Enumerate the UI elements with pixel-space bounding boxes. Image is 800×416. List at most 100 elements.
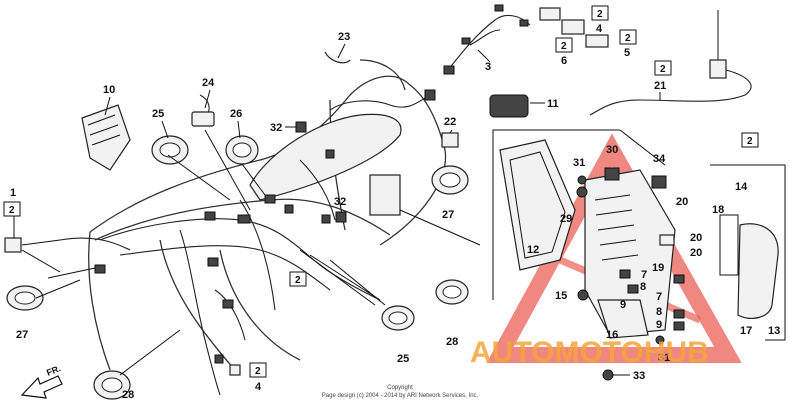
copyright-line-2: Page design (c) 2004 - 2014 by ARI Netwo…: [322, 393, 479, 399]
part-31-screw-top[interactable]: [577, 175, 587, 185]
part-21-antenna[interactable]: [589, 10, 752, 116]
part-6-connector[interactable]: [561, 19, 585, 35]
callout-c25b[interactable]: 25: [397, 353, 409, 365]
callout-c28a[interactable]: 28: [122, 389, 134, 401]
callout-c2c[interactable]: 2: [625, 33, 631, 44]
copyright-line-1: Copyright: [387, 385, 413, 391]
fuse-7-a[interactable]: [619, 269, 631, 279]
clamp-28-left[interactable]: [93, 370, 131, 400]
callout-c33[interactable]: 33: [633, 370, 645, 382]
callout-c3[interactable]: 3: [485, 61, 491, 73]
part-12-fuse-cover[interactable]: [499, 139, 576, 271]
callout-c29[interactable]: 29: [560, 213, 572, 225]
fuse-8-a[interactable]: [627, 284, 639, 294]
callout-c27a[interactable]: 27: [442, 209, 454, 221]
callout-c2d[interactable]: 2: [660, 64, 666, 75]
part-3-sub-harness[interactable]: [443, 4, 531, 75]
clamp-27-left[interactable]: [6, 285, 44, 311]
callout-c20c[interactable]: 20: [690, 247, 702, 259]
callout-c2a[interactable]: 2: [597, 9, 603, 20]
callout-c10[interactable]: 10: [103, 84, 115, 96]
callout-c2f[interactable]: 2: [295, 275, 301, 286]
fuse-7-b[interactable]: [673, 274, 685, 284]
main-harness-assembly: [59, 59, 481, 396]
callout-c1[interactable]: 1: [10, 187, 16, 199]
callout-c11[interactable]: 11: [547, 98, 559, 110]
part-16-bracket[interactable]: [597, 299, 649, 339]
fuse-9-b[interactable]: [673, 321, 685, 331]
part-23-clip[interactable]: [324, 51, 351, 64]
callout-labels: 1 2 2 4 2 6 2 5 3 23 10 24 25 26 32 22 1…: [3, 5, 780, 401]
callout-c7a[interactable]: 7: [641, 269, 647, 281]
callout-c24[interactable]: 24: [202, 77, 215, 89]
part-32-bolt-lower[interactable]: [335, 211, 347, 223]
fuse-box-body[interactable]: [584, 169, 676, 336]
copyright-block: Copyright Page design (c) 2004 - 2014 by…: [322, 385, 479, 399]
part-30-relay[interactable]: [604, 167, 620, 181]
callout-c19[interactable]: 19: [652, 262, 664, 274]
callout-c13[interactable]: 13: [768, 325, 780, 337]
callout-c20a[interactable]: 20: [676, 196, 688, 208]
part-24-sensor[interactable]: [191, 94, 215, 127]
fuse-box-group: [492, 129, 786, 381]
watermark-text: AUTOMOTOHUB: [470, 336, 709, 369]
callout-c4a[interactable]: 4: [596, 23, 603, 35]
clamp-28-right[interactable]: [435, 279, 469, 305]
part-22-connector[interactable]: [441, 132, 459, 148]
callout-c2e[interactable]: 2: [747, 136, 753, 147]
callout-c14[interactable]: 14: [735, 181, 748, 193]
part-32-bolt[interactable]: [295, 121, 307, 133]
callout-c30[interactable]: 30: [606, 144, 618, 156]
callout-c22[interactable]: 22: [444, 116, 456, 128]
callout-c12[interactable]: 12: [527, 244, 539, 256]
clamp-27-right[interactable]: [431, 165, 469, 195]
watermark-wordmark: AUTOMOTOHUB: [470, 336, 709, 369]
callout-c27b[interactable]: 27: [16, 329, 28, 341]
callout-c1b[interactable]: 2: [9, 205, 15, 216]
part-31-screw-bottom[interactable]: [655, 335, 665, 345]
part-4-connector[interactable]: [539, 7, 561, 21]
part-14-fuse-lid[interactable]: [737, 223, 779, 319]
callout-c7b[interactable]: 7: [656, 291, 662, 303]
leader-lines: [13, 43, 661, 376]
callout-c17[interactable]: 17: [740, 325, 752, 337]
part-29-screw[interactable]: [576, 186, 588, 198]
callout-c16[interactable]: 16: [606, 329, 618, 341]
callout-c4b[interactable]: 4: [255, 381, 262, 393]
callout-c20b[interactable]: 20: [690, 232, 702, 244]
callout-c28b[interactable]: 28: [446, 336, 458, 348]
clamp-25-top[interactable]: [151, 135, 189, 165]
front-direction-arrow: FR.: [20, 363, 63, 399]
part-5-connector[interactable]: [585, 34, 609, 48]
clamp-26[interactable]: [225, 135, 259, 165]
callout-c18[interactable]: 18: [712, 204, 724, 216]
callout-c21[interactable]: 21: [654, 80, 666, 92]
part-15-screw[interactable]: [577, 289, 589, 301]
callout-c34[interactable]: 34: [653, 153, 666, 165]
fuse-20-b[interactable]: [659, 234, 675, 246]
part-10-relay-box[interactable]: [81, 104, 131, 171]
part-1-connector[interactable]: [4, 237, 22, 253]
callout-c2g[interactable]: 2: [255, 366, 261, 377]
callout-c32b[interactable]: 32: [334, 196, 346, 208]
part-4-bottom[interactable]: [229, 364, 241, 376]
part-34-relay[interactable]: [651, 175, 667, 189]
callout-c31a[interactable]: 31: [573, 157, 585, 169]
callout-c32a[interactable]: 32: [270, 122, 282, 134]
callout-c23[interactable]: 23: [338, 31, 350, 43]
callout-c15[interactable]: 15: [555, 290, 567, 302]
callout-c9a[interactable]: 9: [620, 299, 626, 311]
callout-c9b[interactable]: 9: [656, 319, 662, 331]
part-33-bolt[interactable]: [602, 369, 630, 381]
callout-c25a[interactable]: 25: [152, 108, 164, 120]
callout-c31b[interactable]: 31: [658, 352, 670, 364]
callout-c5[interactable]: 5: [624, 47, 630, 59]
part-11-module[interactable]: [489, 94, 529, 118]
clamp-25-bottom[interactable]: [381, 305, 415, 331]
callout-c8a[interactable]: 8: [640, 281, 646, 293]
callout-c6[interactable]: 6: [561, 55, 567, 67]
callout-c26[interactable]: 26: [230, 108, 242, 120]
fuse-8-b[interactable]: [673, 309, 685, 319]
callout-c2b[interactable]: 2: [561, 41, 567, 52]
callout-c8b[interactable]: 8: [656, 306, 662, 318]
